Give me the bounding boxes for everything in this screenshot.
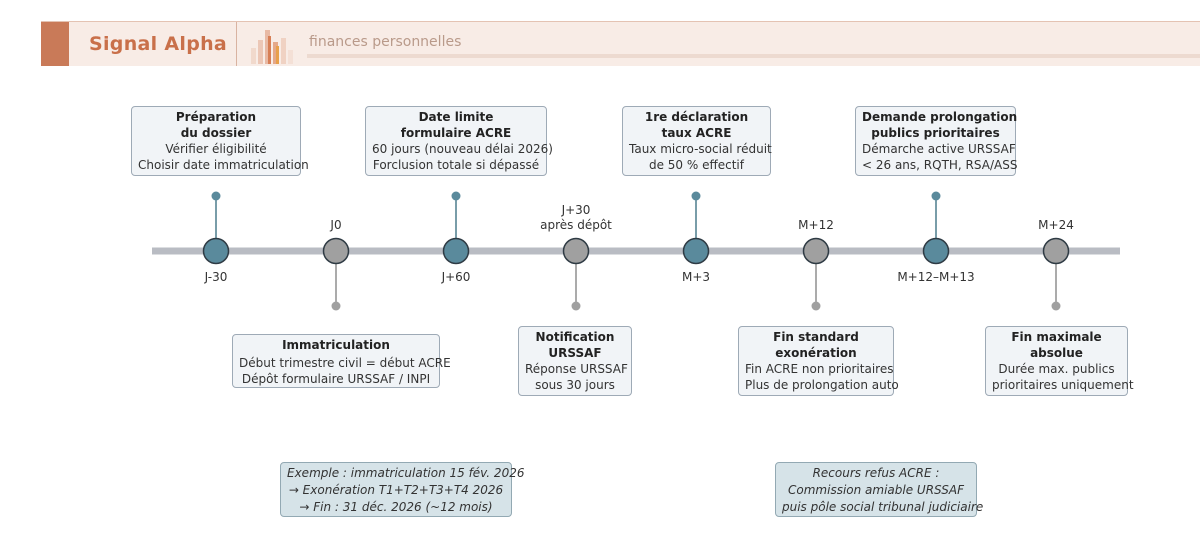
milestone-label-line: M+12 <box>798 218 834 232</box>
milestone-node <box>1042 237 1070 265</box>
milestone-box-line: Plus de prolongation auto <box>745 378 899 392</box>
app-header: Signal Alpha finances personnelles <box>41 21 1200 66</box>
header-accent-bar <box>41 22 69 66</box>
milestone-box-line: de 50 % effectif <box>648 158 744 172</box>
milestone-label: M+12 <box>756 218 876 233</box>
milestone-node <box>922 237 950 265</box>
milestone-box-title: du dossier <box>180 126 252 140</box>
header-tagline: finances personnelles <box>309 34 462 50</box>
footnote-box: Exemple : immatriculation 15 fév. 2026 → … <box>280 462 525 517</box>
milestone-box-title: Demande prolongation <box>862 110 1018 124</box>
stem-end-dot <box>931 191 941 201</box>
header-underline <box>307 54 1200 58</box>
milestone-box-line: Fin ACRE non prioritaires <box>745 362 894 376</box>
milestone-box-line: Forclusion totale si dépassé <box>372 158 540 172</box>
milestone-node <box>202 237 230 265</box>
milestone-label-line: J0 <box>330 218 342 232</box>
milestone-node <box>802 237 830 265</box>
milestone-label: J0 <box>276 218 396 233</box>
milestone-box-title: Notification <box>535 330 615 344</box>
milestone-node <box>322 237 350 265</box>
milestone-box-title: absolue <box>1030 346 1083 360</box>
milestone-label-line: après dépôt <box>540 218 612 232</box>
brand-name[interactable]: Signal Alpha <box>89 33 228 55</box>
milestone-label-line: M+12–M+13 <box>897 270 975 284</box>
milestone-box-line: Dépôt formulaire URSSAF / INPI <box>241 372 431 386</box>
milestone-box-line: Choisir date immatriculation <box>138 158 309 172</box>
milestone-label-line: J+60 <box>441 270 471 284</box>
stem-end-dot <box>451 191 461 201</box>
footnote-line: → Fin : 31 déc. 2026 (~12 mois) <box>299 500 493 514</box>
milestone-box-line: 60 jours (nouveau délai 2026) <box>372 142 553 156</box>
milestone-box-title: exonération <box>775 346 857 360</box>
milestone-node <box>682 237 710 265</box>
footnote-line: → Exonération T1+T2+T3+T4 2026 <box>288 483 504 497</box>
milestone-box-line: Début trimestre civil = début ACRE <box>239 356 451 370</box>
footnote-line: Recours refus ACRE : <box>812 466 940 480</box>
milestone-box-title: Préparation <box>175 110 257 124</box>
footnote-line: Commission amiable URSSAF <box>788 483 964 497</box>
milestone-box-line: sous 30 jours <box>535 378 615 392</box>
milestone-box-line: Démarche active URSSAF <box>862 142 1016 156</box>
stem-end-dot <box>331 301 341 311</box>
stem-end-dot <box>1051 301 1061 311</box>
milestone-box-title: Date limite <box>418 110 494 124</box>
milestone-label-line: M+24 <box>1038 218 1074 232</box>
milestone-label: J-30 <box>156 270 276 285</box>
stem-end-dot <box>571 301 581 311</box>
milestone-box: 1re déclaration taux ACRE Taux micro-socia… <box>622 106 772 176</box>
footnote-line: puis pôle social tribunal judiciaire <box>782 500 984 514</box>
milestone-label: M+12–M+13 <box>876 270 996 285</box>
footnote-line: Exemple : immatriculation 15 fév. 2026 <box>287 466 525 480</box>
milestone-label-line: M+3 <box>681 270 711 284</box>
milestone-box-line: Vérifier éligibilité <box>165 142 267 156</box>
milestone-box-line: < 26 ans, RQTH, RSA/ASS <box>862 158 1018 172</box>
milestone-box-line: Réponse URSSAF <box>525 362 628 376</box>
milestone-box-title: 1re déclaration <box>644 110 749 124</box>
milestone-label: J+60 <box>396 270 516 285</box>
milestone-box-title: Fin maximale <box>1011 330 1102 344</box>
milestone-box-line: prioritaires uniquement <box>992 378 1134 392</box>
footnote-box: Recours refus ACRE : Commission amiable U… <box>775 462 984 517</box>
milestone-box-title: formulaire ACRE <box>400 126 512 140</box>
milestone-label: M+3 <box>636 270 756 285</box>
milestone-box: Date limite formulaire ACRE 60 jours (nouv… <box>365 106 553 176</box>
bar-chart-logo-icon <box>251 30 293 64</box>
milestone-box-line: Taux micro-social réduit <box>629 142 772 156</box>
stem-end-dot <box>691 191 701 201</box>
milestone-node <box>442 237 470 265</box>
stem-end-dot <box>811 301 821 311</box>
milestone-node <box>562 237 590 265</box>
milestone-box-title: taux ACRE <box>661 126 732 140</box>
milestone-box-title: publics prioritaires <box>871 126 1000 140</box>
stem-end-dot <box>211 191 221 201</box>
milestone-label-line: J+30 <box>561 203 591 217</box>
milestone-box-title: Immatriculation <box>282 338 390 352</box>
milestone-label-line: J-30 <box>204 270 228 284</box>
milestone-box-title: Fin standard <box>773 330 859 344</box>
header-divider <box>236 22 237 66</box>
milestone-box: Demande prolongation publics prioritaires… <box>855 106 1018 176</box>
milestone-box-title: URSSAF <box>548 346 602 360</box>
milestone-label: M+24 <box>996 218 1116 233</box>
milestone-box-line: Durée max. publics <box>998 362 1115 376</box>
